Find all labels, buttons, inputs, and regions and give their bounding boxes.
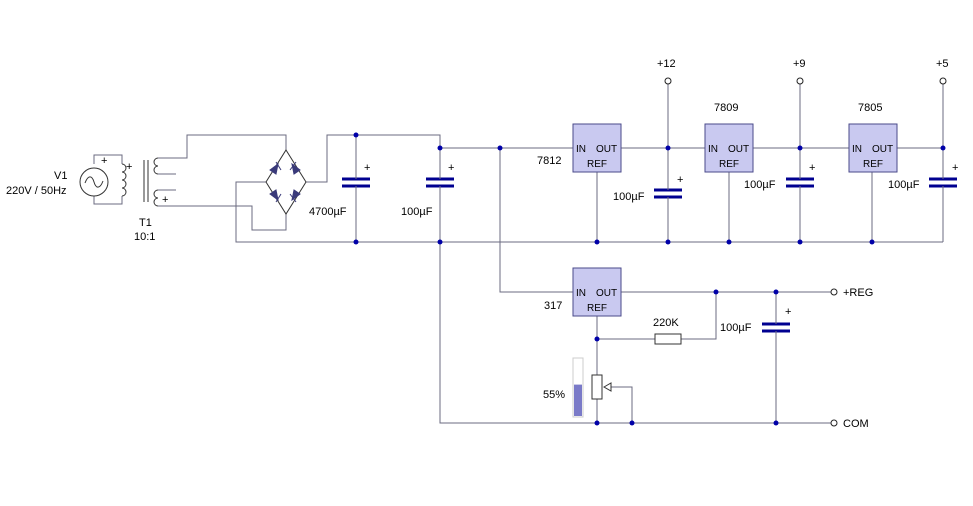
svg-text:REF: REF (587, 303, 607, 314)
svg-text:REF: REF (587, 159, 607, 170)
source-rating: 220V / 50Hz (6, 185, 67, 197)
output-com-label: COM (843, 418, 869, 430)
svg-text:+: + (785, 306, 791, 318)
terminal-12v[interactable] (664, 77, 672, 85)
primary-winding (121, 163, 127, 197)
capacitor-c5: + 100µF (888, 162, 958, 193)
output-9v-label: +9 (793, 58, 806, 70)
diode-icon (269, 161, 282, 175)
capacitor-c4: + 100µF (744, 162, 815, 193)
capacitor-c3: + 100µF (613, 174, 683, 204)
resistor-220k: 220K (653, 317, 682, 345)
diode-icon (289, 161, 301, 175)
output-5v-label: +5 (936, 58, 949, 70)
transformer-name: T1 (139, 217, 152, 229)
svg-text:REF: REF (719, 159, 739, 170)
capacitor-c2: + 100µF (401, 162, 454, 218)
svg-text:+: + (809, 162, 815, 174)
svg-text:+: + (677, 174, 683, 186)
transformer-t1: + + T1 10:1 (121, 157, 176, 243)
junction-dots (353, 132, 946, 426)
bridge-rectifier (265, 149, 307, 215)
capacitor-c1: + 4700µF (309, 162, 370, 218)
secondary-winding-lower (153, 189, 159, 207)
terminal-reg[interactable] (830, 288, 838, 296)
terminal-5v[interactable] (939, 77, 947, 85)
primary-plus-sign: + (126, 161, 132, 173)
capacitor-c4-value: 100µF (744, 179, 776, 191)
diode-icon (269, 189, 282, 203)
regulator-7812: IN OUT REF 7812 (537, 123, 622, 173)
regulator-7809-name: 7809 (714, 102, 738, 114)
wiper-arrow-icon (602, 382, 612, 392)
svg-text:IN: IN (576, 288, 586, 299)
regulator-7805-name: 7805 (858, 102, 882, 114)
capacitor-c3-value: 100µF (613, 191, 645, 203)
capacitor-c6: + 100µF (720, 306, 791, 338)
svg-text:IN: IN (708, 144, 718, 155)
transformer-ratio: 10:1 (134, 231, 155, 243)
secondary-winding-upper (153, 157, 159, 175)
svg-text:+: + (448, 162, 454, 174)
capacitor-c1-value: 4700µF (309, 206, 347, 218)
ac-source-v1: + V1 220V / 50Hz (6, 155, 109, 197)
terminal-9v[interactable] (796, 77, 804, 85)
resistor-value: 220K (653, 317, 679, 329)
svg-text:IN: IN (852, 144, 862, 155)
terminal-com[interactable] (830, 419, 838, 427)
capacitor-c5-value: 100µF (888, 179, 920, 191)
svg-text:OUT: OUT (596, 288, 617, 299)
regulator-7809: IN OUT REF 7809 (704, 102, 754, 173)
output-12v-label: +12 (657, 58, 676, 70)
potentiometer-body (591, 374, 603, 400)
svg-text:IN: IN (576, 144, 586, 155)
svg-text:OUT: OUT (872, 144, 893, 155)
output-terminals: +12 +9 +5 +REG COM (657, 58, 949, 430)
sine-wave-icon (84, 176, 104, 188)
potentiometer-position-label: 55% (543, 389, 565, 401)
regulator-317-name: 317 (544, 300, 562, 312)
potentiometer[interactable]: 55% (543, 357, 612, 418)
svg-text:+: + (364, 162, 370, 174)
regulator-7812-name: 7812 (537, 155, 561, 167)
potentiometer-slider-fill (574, 384, 582, 416)
svg-text:OUT: OUT (596, 144, 617, 155)
diode-icon (289, 189, 301, 203)
capacitor-c6-value: 100µF (720, 322, 752, 334)
wires (93, 84, 944, 424)
output-reg-label: +REG (843, 287, 873, 299)
svg-text:REF: REF (863, 159, 883, 170)
regulator-317: IN OUT REF 317 (544, 267, 622, 317)
secondary-plus-sign: + (162, 194, 168, 206)
svg-text:+: + (952, 162, 958, 174)
svg-text:OUT: OUT (728, 144, 749, 155)
source-name: V1 (54, 170, 67, 182)
capacitor-c2-value: 100µF (401, 206, 433, 218)
source-plus-sign: + (101, 155, 107, 167)
bridge-outline (265, 149, 307, 215)
regulator-7805: IN OUT REF 7805 (848, 102, 898, 173)
